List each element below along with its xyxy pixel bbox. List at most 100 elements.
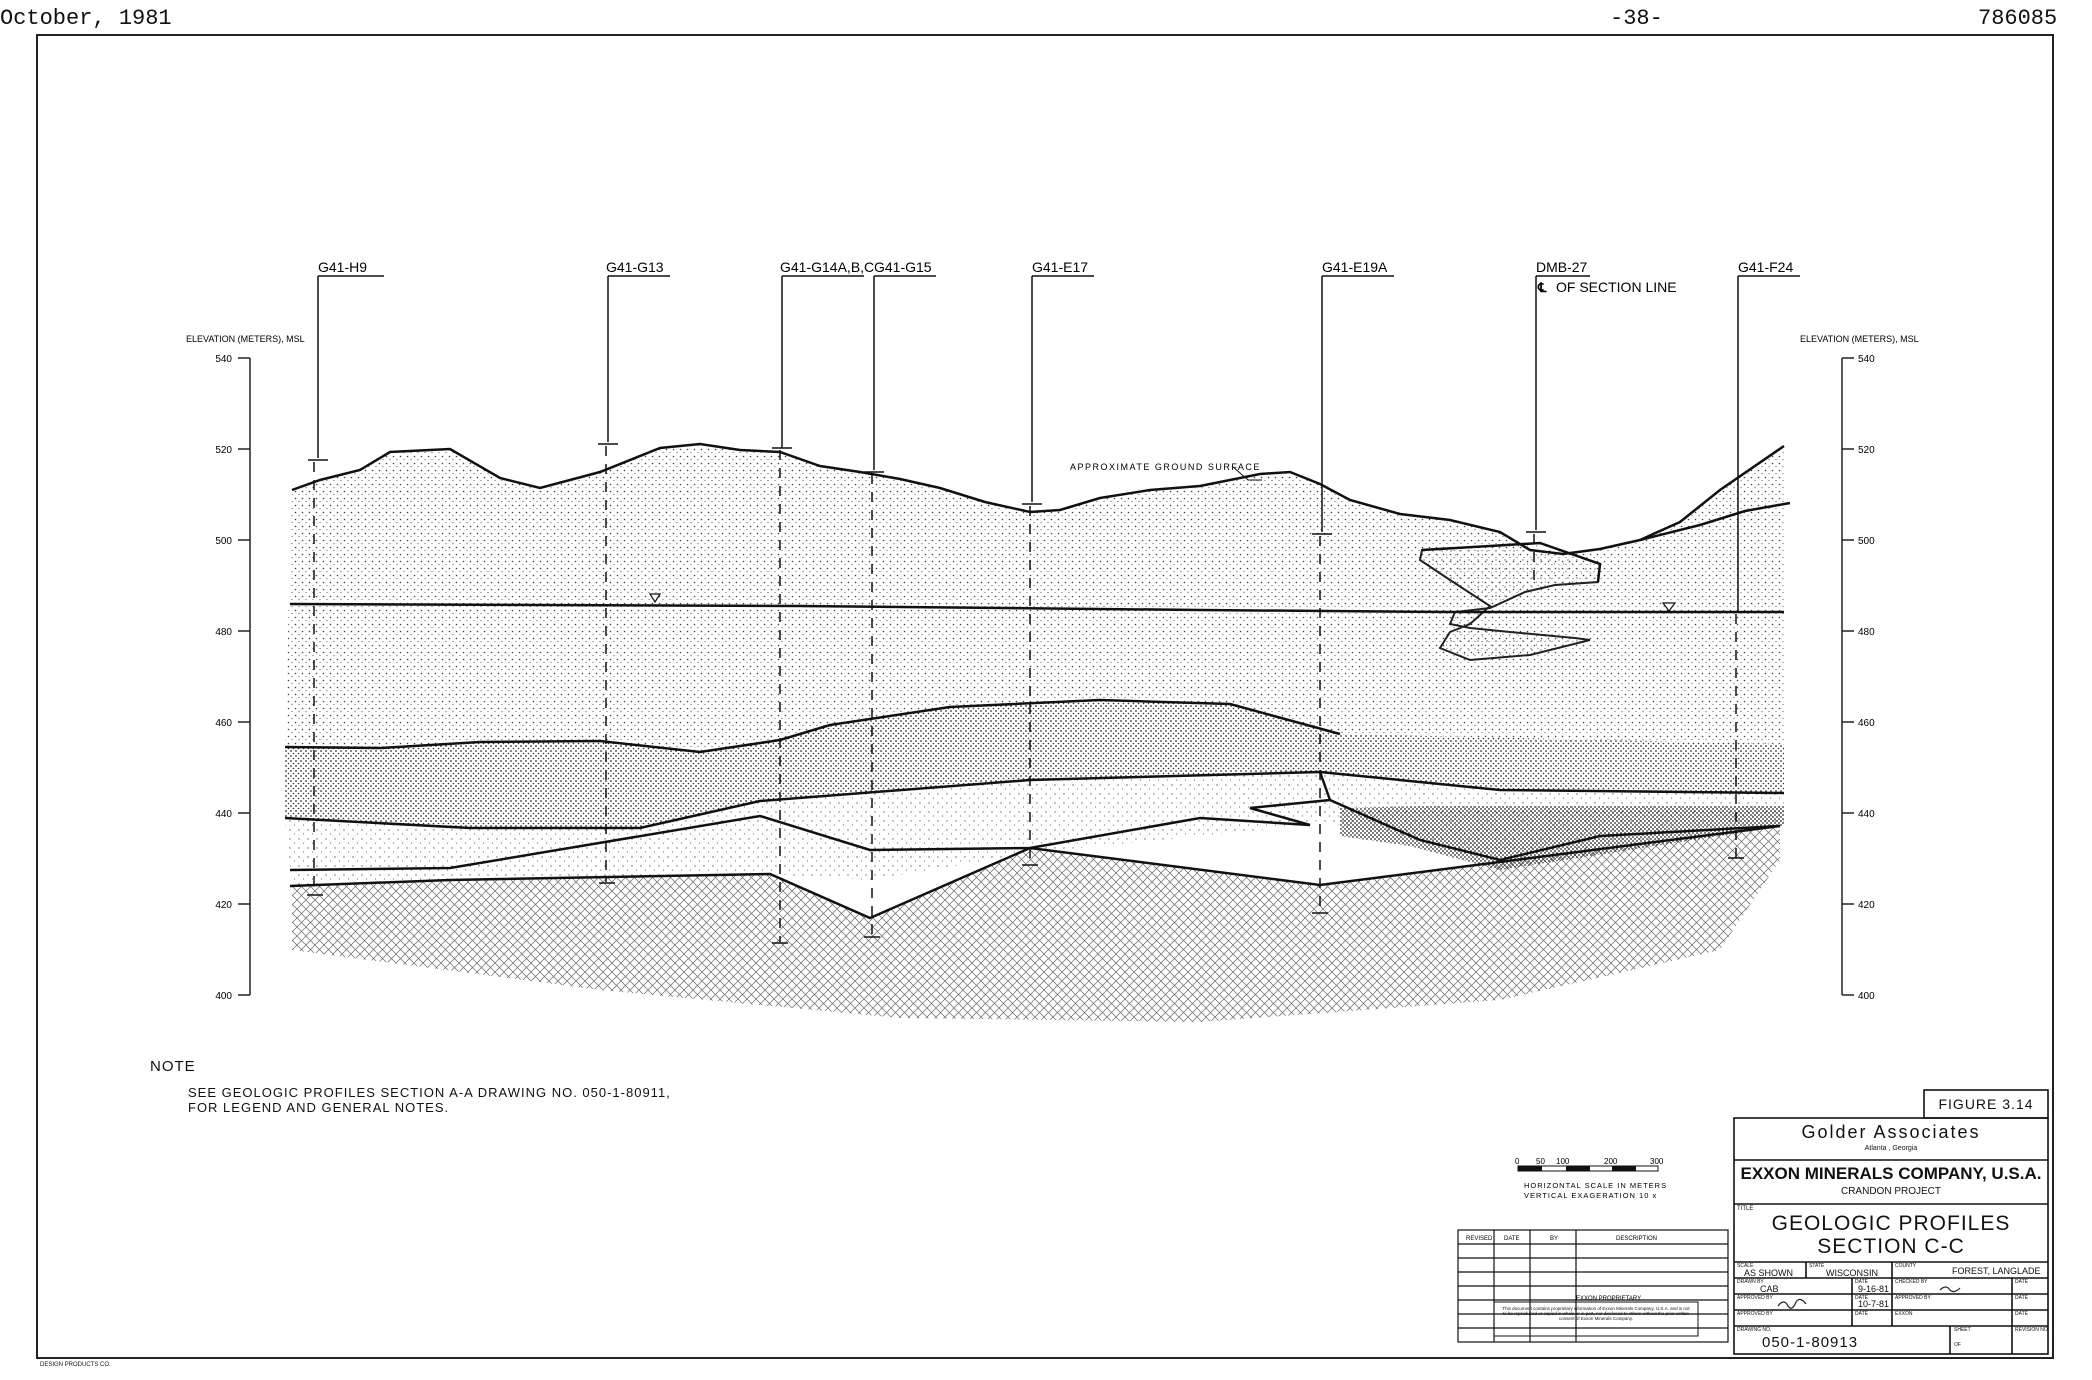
county-field-value: FOREST, LANGLADE xyxy=(1952,1266,2041,1276)
contact-425-line xyxy=(289,771,1332,872)
proprietary-text: This document contains proprietary infor… xyxy=(1502,1306,1690,1321)
header-date: October, 1981 xyxy=(0,6,172,31)
left-tick-460: 460 xyxy=(215,718,232,729)
checked-signature xyxy=(1939,1286,1961,1293)
boring-label-g14abc: G41-G14A,B,C xyxy=(780,259,874,275)
rev-header-revised: REVISED xyxy=(1466,1236,1493,1242)
geologic-units xyxy=(285,444,1784,1022)
upper-sand-unit xyxy=(285,444,1784,752)
note-title: NOTE xyxy=(150,1058,196,1075)
left-tick-labels: 540 520 500 480 460 440 420 400 xyxy=(215,354,232,1002)
exxon-label: EXXON xyxy=(1895,1311,1913,1317)
right-elevation-axis xyxy=(1841,357,1854,996)
checked-date-label: DATE xyxy=(2015,1279,2028,1285)
title-block-frame xyxy=(1733,1089,2049,1355)
scale-tick-0: 0 xyxy=(1515,1157,1520,1166)
dense-sand-unit xyxy=(1340,806,1784,870)
ground-surface-line xyxy=(291,442,1785,556)
boring-label-g15: G41-G15 xyxy=(874,259,932,275)
firm-name: Golder Associates xyxy=(1801,1122,1981,1142)
sheet-label: SHEET xyxy=(1954,1327,1971,1333)
approved-date-label: DATE xyxy=(1855,1295,1868,1301)
drawing-title-line1: GEOLOGIC PROFILES xyxy=(1771,1212,2011,1235)
boring-g41-e19a xyxy=(1312,276,1332,914)
approved-date-value: 10-7-81 xyxy=(1858,1299,1890,1309)
left-elevation-axis xyxy=(238,357,251,996)
approved-date-label-2: DATE xyxy=(2015,1295,2028,1301)
bedrock-unit xyxy=(292,826,1780,1022)
header-doc-no: 786085 xyxy=(1978,6,2058,31)
approved-by-label: APPROVED BY xyxy=(1737,1295,1773,1301)
right-tick-480: 480 xyxy=(1858,627,1875,638)
state-field-value: WISCONSIN xyxy=(1826,1268,1879,1278)
lower-surface-line xyxy=(1639,501,1791,542)
borings xyxy=(307,275,1800,944)
scale-tick-100: 100 xyxy=(1556,1157,1570,1166)
left-tick-440: 440 xyxy=(215,809,232,820)
right-tick-520: 520 xyxy=(1858,445,1875,456)
boring-g41-g13 xyxy=(598,276,618,884)
drawing-title-line2: SECTION C-C xyxy=(1817,1235,1965,1258)
left-tick-520: 520 xyxy=(215,445,232,456)
right-tick-400: 400 xyxy=(1858,991,1875,1002)
header-page: -38- xyxy=(1610,6,1663,31)
right-tick-500: 500 xyxy=(1858,536,1875,547)
note-line2: FOR LEGEND AND GENERAL NOTES. xyxy=(188,1100,450,1115)
approved-by-label-2: APPROVED BY xyxy=(1895,1295,1931,1301)
lower-till-unit xyxy=(285,772,1784,885)
scale-line2: VERTICAL EXAGERATION 10 x xyxy=(1524,1191,1657,1200)
right-tick-540: 540 xyxy=(1858,354,1875,365)
left-tick-420: 420 xyxy=(215,900,232,911)
right-tick-420: 420 xyxy=(1858,900,1875,911)
ground-surface-leader xyxy=(1231,465,1262,481)
water-table-line xyxy=(289,602,1784,614)
revision-no-label: REVISION NO. xyxy=(2015,1327,2050,1333)
left-axis-label: ELEVATION (METERS), MSL xyxy=(186,334,305,344)
right-tick-labels: 540 520 500 480 460 440 420 400 xyxy=(1858,354,1875,1002)
right-tick-460: 460 xyxy=(1858,718,1875,729)
project-name: CRANDON PROJECT xyxy=(1840,1186,1941,1197)
left-tick-400: 400 xyxy=(215,991,232,1002)
state-field-label: STATE xyxy=(1809,1263,1825,1269)
right-axis-label: ELEVATION (METERS), MSL xyxy=(1800,334,1919,344)
middle-sand-unit xyxy=(285,700,1784,828)
water-table-marker-right xyxy=(1661,602,1677,612)
scale-line1: HORIZONTAL SCALE IN METERS xyxy=(1524,1181,1667,1190)
proprietary-box: EXXON PROPRIETARY xyxy=(1493,1296,1699,1337)
ground-surface-label: APPROXIMATE GROUND SURFACE xyxy=(1070,462,1261,472)
title-tag: TITLE xyxy=(1737,1206,1754,1212)
centerline-symbol: ℄ xyxy=(1537,280,1547,295)
scale-tick-50: 50 xyxy=(1536,1157,1545,1166)
firm-city: Atlanta , Georgia xyxy=(1864,1145,1918,1152)
boring-g41-g14abc xyxy=(772,276,792,944)
drawn-by-label: DRAWN BY xyxy=(1737,1279,1764,1285)
scale-bar: 0 50 100 200 300 HORIZONTAL SCALE IN MET… xyxy=(1515,1157,1667,1200)
approved-by-label-3: APPROVED BY xyxy=(1737,1311,1773,1317)
boring-labels: G41-H9 G41-G13 G41-G14A,B,C G41-G15 G41-… xyxy=(318,259,1793,275)
lens-upper-line xyxy=(1421,541,1602,583)
scale-field-value: AS SHOWN xyxy=(1744,1268,1794,1278)
exxon-date-label: DATE xyxy=(2015,1311,2028,1317)
note-line1: SEE GEOLOGIC PROFILES SECTION A-A DRAWIN… xyxy=(188,1085,671,1100)
proprietary-title: EXXON PROPRIETARY xyxy=(1576,1296,1641,1302)
drawing-no-label: DRAWING NO. xyxy=(1737,1327,1772,1333)
drawing-frame xyxy=(36,34,2054,1359)
boring-label-e17: G41-E17 xyxy=(1032,259,1088,275)
contact-right-line xyxy=(1329,798,1781,862)
water-table-markers xyxy=(648,593,1677,612)
drawn-date-label: DATE xyxy=(1855,1279,1868,1285)
footer-maker: DESIGN PRODUCTS CO. xyxy=(40,1362,111,1368)
rev-header-description: DESCRIPTION xyxy=(1616,1236,1657,1242)
client-name: EXXON MINERALS COMPANY, U.S.A. xyxy=(1740,1164,2042,1183)
county-field-label: COUNTY xyxy=(1895,1263,1917,1269)
checked-by-label: CHECKED BY xyxy=(1895,1279,1928,1285)
contact-440-line xyxy=(284,770,1785,830)
right-tick-440: 440 xyxy=(1858,809,1875,820)
scale-tick-200: 200 xyxy=(1604,1157,1618,1166)
scale-tick-300: 300 xyxy=(1650,1157,1664,1166)
revision-table xyxy=(1457,1229,1729,1343)
figure-label: FIGURE 3.14 xyxy=(1938,1096,2034,1112)
boring-g41-f24 xyxy=(1728,276,1744,859)
water-table-marker-left xyxy=(648,593,662,604)
